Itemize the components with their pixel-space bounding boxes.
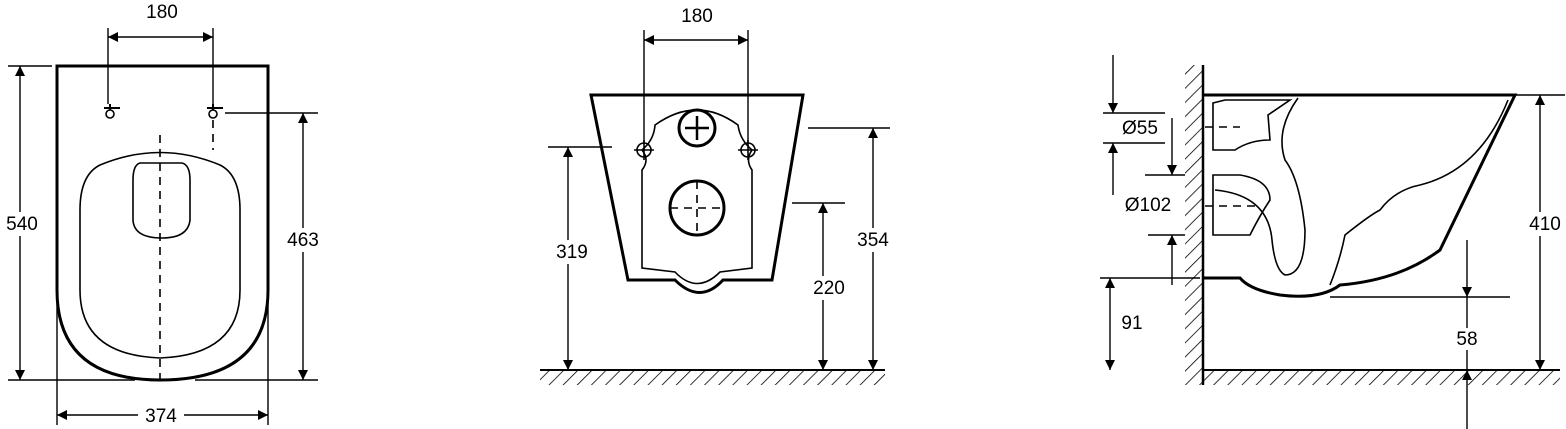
top-view: 180 540 463 374	[0, 2, 324, 427]
dim-total-height: 410	[1529, 214, 1561, 235]
inner-bowl	[1214, 97, 1509, 286]
floor-hatch	[540, 370, 885, 385]
bolt-right-icon	[738, 140, 758, 160]
dim-bolt-height: 319	[556, 242, 588, 263]
dim-outlet-height: 220	[813, 278, 845, 299]
dim-outlet-height-side: 91	[1121, 313, 1142, 334]
outlet-pipe	[1212, 174, 1271, 236]
dim-top-height: 354	[857, 230, 889, 251]
seat-opening	[132, 162, 191, 239]
bolt-left-icon	[634, 140, 654, 160]
inlet-pipe	[1212, 99, 1293, 151]
dim-front-bolt-width: 180	[681, 6, 713, 27]
hinge-right-icon	[207, 104, 223, 119]
side-view: Ø55 Ø102 91 58 410	[1100, 55, 1566, 429]
dim-bottom-clearance: 58	[1456, 329, 1477, 350]
dim-hinge-to-front: 463	[287, 230, 319, 251]
seat-outline	[79, 151, 241, 359]
inlet-hole-icon	[677, 108, 717, 148]
dim-top-hinge-width: 180	[146, 2, 178, 23]
front-outline	[589, 93, 805, 294]
dim-length: 540	[6, 214, 38, 235]
hinge-left-icon	[104, 104, 120, 119]
front-view: 180 319 220 354	[540, 6, 896, 385]
side-outline	[1203, 93, 1518, 298]
dim-outlet-diameter: Ø102	[1125, 195, 1171, 216]
dim-width: 374	[145, 406, 177, 427]
outlet-hole-icon	[668, 179, 726, 237]
wall-hatch	[1185, 65, 1203, 385]
floor-hatch-side	[1203, 370, 1560, 385]
dim-inlet-diameter: Ø55	[1122, 118, 1158, 139]
